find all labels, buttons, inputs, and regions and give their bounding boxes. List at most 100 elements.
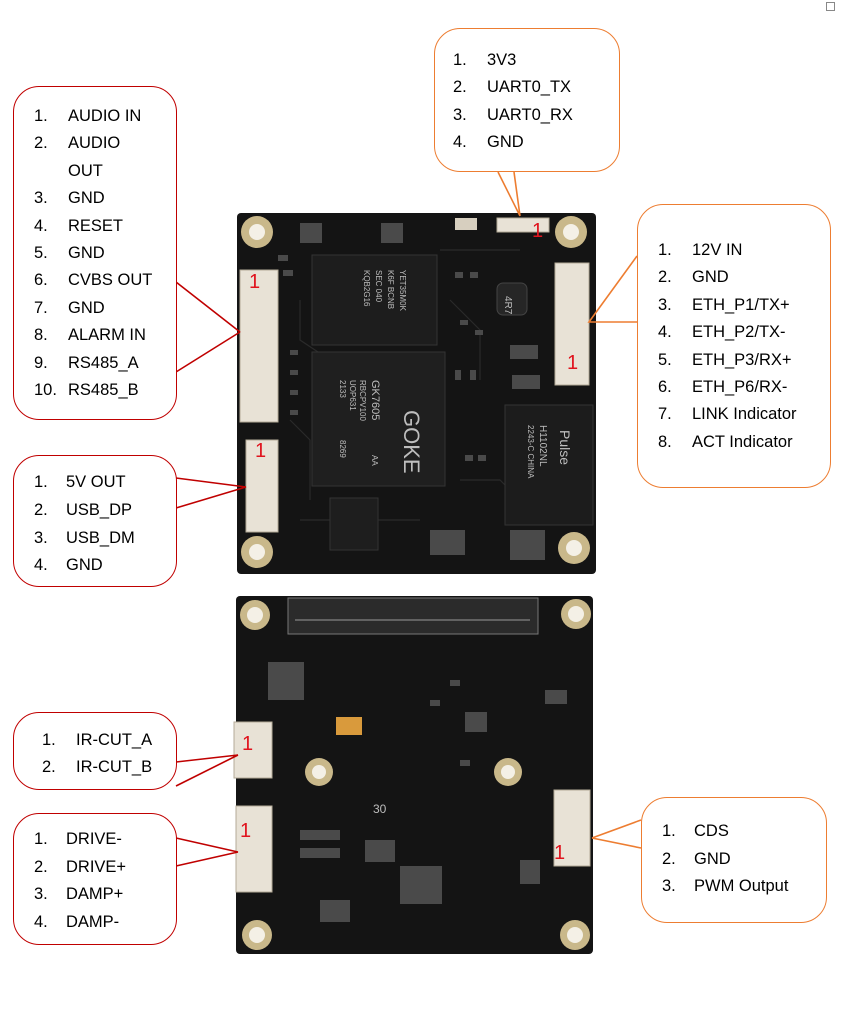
leader-eth [587, 255, 638, 323]
pin-label: ETH_P1/TX+ [692, 295, 790, 314]
svg-text:UOP631: UOP631 [348, 380, 357, 411]
pin-number: 4. [34, 216, 48, 235]
pin-number: 3. [34, 528, 48, 547]
pin-number: 3. [34, 189, 48, 208]
leader-drive [175, 837, 239, 867]
pin-label: DRIVE+ [66, 857, 127, 876]
pin-label: AUDIO [68, 134, 121, 153]
pin-number: 2. [34, 857, 48, 876]
pin-label: ETH_P6/RX- [692, 378, 788, 396]
svg-text:RBCPV100: RBCPV100 [358, 380, 367, 421]
pin-label: GND [692, 268, 729, 287]
pin-label: UART0_TX [487, 78, 572, 97]
pin-number: 4. [658, 323, 672, 342]
connector-drive [235, 805, 273, 893]
pin-number: 5. [658, 350, 672, 369]
fpc-connector [287, 597, 539, 635]
pin-number: 6. [658, 378, 672, 396]
connector-ircut [233, 721, 273, 779]
pin1-marker-cds: 1 [554, 842, 566, 864]
pin-label: ALARM IN [68, 326, 146, 345]
pin-label: RESET [68, 216, 124, 235]
pin-label: USB_DP [66, 500, 133, 519]
svg-text:KQB2G16: KQB2G16 [362, 270, 371, 307]
pin-number: 1. [453, 51, 467, 69]
svg-text:2133: 2133 [338, 380, 347, 398]
pin-number: 10. [34, 381, 57, 399]
pin-label: LINK Indicator [692, 405, 797, 424]
connector-eth [554, 262, 590, 386]
leader-cds [591, 819, 642, 849]
connector-cds [553, 789, 591, 867]
pin-number: 1. [662, 822, 676, 840]
pin1-marker-usb: 1 [255, 440, 267, 462]
pin-number: 4. [34, 556, 48, 575]
pin-number: 1. [658, 241, 672, 259]
svg-text:8269: 8269 [338, 440, 347, 458]
pin-number: 2. [662, 849, 676, 868]
pin-number: 7. [658, 405, 672, 424]
pin-label: PWM Output [694, 877, 789, 896]
pin-label: UART0_RX [487, 105, 573, 124]
svg-text:K6F BCNB: K6F BCNB [386, 270, 395, 309]
svg-text:H1102NL: H1102NL [537, 425, 548, 467]
pin-label: GND [68, 244, 105, 262]
pin-label: IR-CUT_B [76, 758, 153, 776]
pin-label: GND [68, 189, 105, 208]
pin-number: 3. [662, 877, 676, 896]
corner-checkbox[interactable] [826, 2, 835, 11]
pin-label: 5V OUT [66, 473, 126, 491]
pin-label: 12V IN [692, 241, 743, 259]
pin-number: 3. [453, 105, 467, 124]
connector-usb [245, 439, 279, 533]
pin-label: GND [68, 298, 105, 317]
connector-audio-io [239, 269, 279, 423]
pin-number: 1. [34, 473, 48, 491]
mounting-holes-top [241, 216, 590, 568]
memory-chip [311, 254, 438, 346]
pin-number: 3. [658, 295, 672, 314]
pin-number: 4. [453, 133, 467, 152]
leader-usb [175, 477, 247, 509]
pin-number: 8. [34, 326, 48, 345]
pin-label: ACT Indicator [692, 432, 793, 451]
callout-drive: 1.DRIVE-2.DRIVE+3.DAMP+4.DAMP- [13, 813, 177, 945]
pin-label: GND [694, 849, 731, 868]
pin-label: OUT [68, 161, 103, 180]
pin-label: 3V3 [487, 51, 517, 69]
pin-number: 7. [34, 298, 48, 317]
pin1-marker-drive: 1 [240, 820, 252, 842]
pin-number: 2. [34, 134, 48, 153]
svg-text:30: 30 [373, 802, 387, 816]
mounting-holes-bottom [240, 599, 591, 950]
leader-audio-io [175, 281, 241, 373]
pin-label: DAMP- [66, 912, 120, 931]
svg-text:SEC 040: SEC 040 [374, 270, 383, 303]
pin1-marker-eth: 1 [567, 352, 579, 374]
connector-uart [496, 217, 550, 233]
pin-label: RS485_A [68, 353, 139, 372]
sensor-board-bottom [236, 596, 593, 954]
pin-label: DRIVE- [66, 830, 122, 848]
pin-number: 6. [34, 271, 48, 290]
pin-number: 1. [34, 830, 48, 848]
pin-label: AUDIO IN [68, 107, 142, 125]
pin-number: 3. [34, 885, 48, 904]
pin1-marker-audio: 1 [249, 271, 261, 293]
svg-text:GK7605: GK7605 [369, 380, 381, 420]
pin-number: 2. [453, 78, 467, 97]
pin-number: 1. [42, 731, 56, 749]
leader-uart [497, 171, 521, 217]
pin-label: GND [66, 556, 103, 575]
pin-number: 9. [34, 353, 48, 372]
soc-chip [311, 351, 446, 487]
pin-label: CVBS OUT [68, 271, 153, 290]
pin-label: IR-CUT_A [76, 731, 153, 749]
soc-brand-text: GOKE [399, 410, 424, 474]
